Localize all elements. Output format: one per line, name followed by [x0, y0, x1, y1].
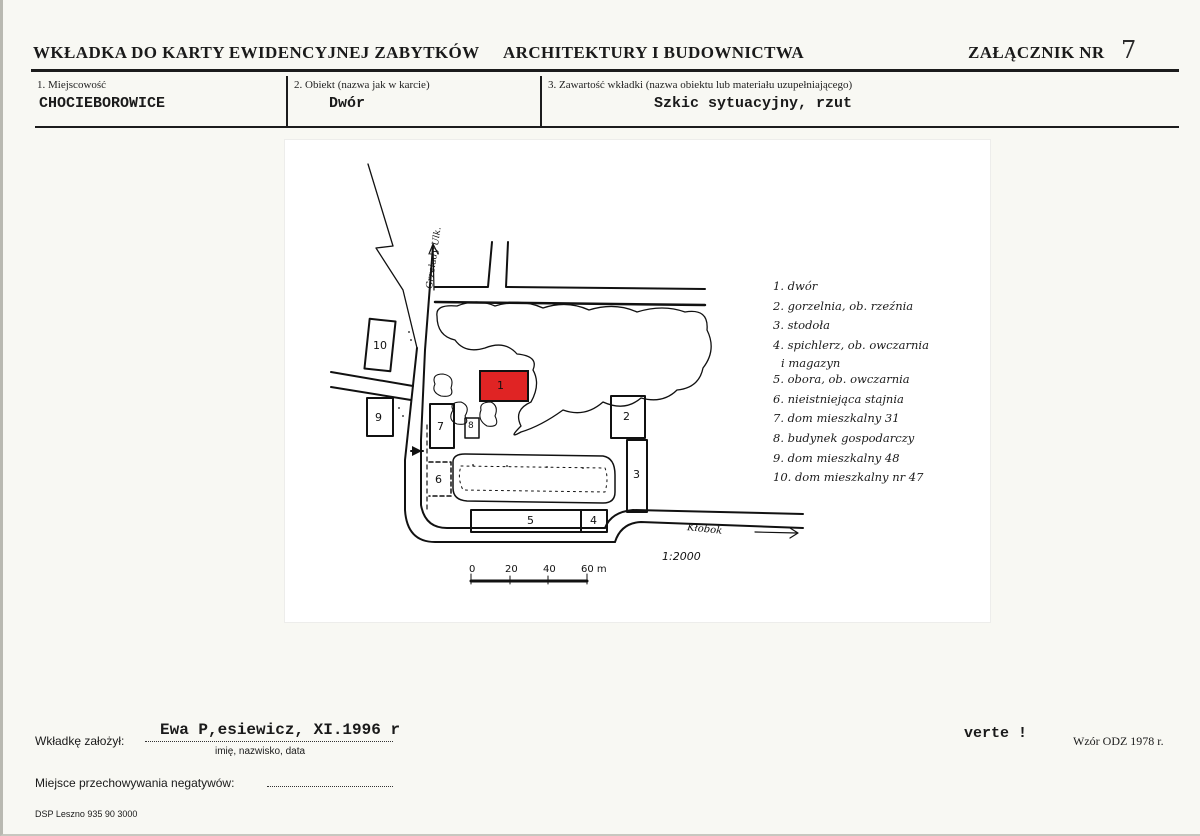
legend-item: 7. dom mieszkalny 31: [773, 411, 900, 426]
scale-ratio: 1:2000: [662, 550, 701, 563]
road-edge-outer: [404, 347, 616, 543]
attachment-label: ZAŁĄCZNIK NR: [968, 43, 1105, 62]
author-label: Wkładkę założył:: [35, 734, 125, 748]
north-arrow: [428, 243, 439, 255]
legend-item: 8. budynek gospodarczy: [773, 430, 915, 445]
plot-boundary-line: [367, 163, 418, 349]
street-left-upper: [330, 371, 414, 387]
negatives-label: Miejsce przechowywania negatywów:: [35, 776, 235, 790]
legend-item: 4. spichlerz, ob. owczarnia: [773, 338, 929, 353]
field-1-value: CHOCIEBOROWICE: [39, 95, 166, 112]
negatives-underline: [267, 786, 393, 787]
legend-item: 10. dom mieszkalny nr 47: [773, 470, 924, 485]
building-label-4: 4: [590, 514, 597, 527]
legend-item: i magazyn: [781, 355, 841, 370]
site-plan-sketch: 1 2 3 4 5 6 7 8 9 10 Grzelady Ulk. Kłobo…: [285, 140, 990, 622]
field-2-label: 2. Obiekt (nazwa jak w karcie): [294, 79, 430, 91]
field-3-label: 3. Zawartość wkładki (nazwa obiektu lub …: [548, 79, 853, 91]
field-1-label: 1. Miejscowość: [37, 79, 107, 91]
attachment-number: 7: [1121, 36, 1137, 64]
building-label-7: 7: [437, 420, 444, 433]
fields-rule: [35, 126, 1179, 128]
building-label-3: 3: [633, 468, 640, 481]
author-underline: [145, 741, 393, 742]
template-note: Wzór ODZ 1978 r.: [1073, 734, 1164, 748]
building-3: [626, 439, 648, 513]
legend-item: 1. dwór: [773, 279, 818, 293]
building-label-8: 8: [468, 421, 474, 431]
field-2-value: Dwór: [329, 95, 366, 112]
author-value: Ewa P,esiewicz, XI.1996 r: [160, 721, 401, 739]
field-divider-2: [540, 76, 542, 126]
road-edge-inner: [420, 245, 606, 529]
legend-item: 6. nieistniejąca stajnia: [773, 391, 904, 406]
building-10: [363, 317, 397, 373]
legend-item: 2. gorzelnia, ob. rzeźnia: [773, 298, 914, 313]
building-9: [366, 397, 394, 437]
scale-tick-40: 40: [543, 564, 556, 575]
building-8: [464, 417, 480, 439]
building-label-9: 9: [375, 411, 382, 424]
site-plan-drawing: [330, 163, 804, 585]
field-divider-1: [286, 76, 288, 126]
building-label-1: 1: [497, 379, 504, 392]
printer-note: DSP Leszno 935 90 3000: [35, 809, 138, 819]
legend-item: 3. stodoła: [773, 318, 830, 333]
building-label-10: 10: [373, 339, 387, 352]
street-upper-left: [434, 241, 493, 288]
legend-item: 5. obora, ob. owczarnia: [773, 371, 910, 386]
scale-tick-20: 20: [505, 564, 518, 575]
field-3-value: Szkic sytuacyjny, rzut: [654, 95, 853, 112]
entrance-arrow: [412, 446, 422, 456]
street-upper-right: [505, 241, 706, 290]
form-title-left: WKŁADKA DO KARTY EWIDENCYJNEJ ZABYTKÓW: [33, 43, 480, 62]
park-canopy: [436, 301, 712, 436]
building-6: [428, 461, 452, 497]
building-1-manor: [479, 370, 529, 402]
scale-tick-60: 60 m: [581, 564, 607, 575]
building-4: [580, 509, 608, 533]
building-7: [429, 403, 455, 449]
building-label-6: 6: [435, 473, 442, 486]
scale-tick-0: 0: [469, 564, 476, 575]
road-kłobok-upper: [614, 521, 804, 543]
sketch-legend: 1. dwór 2. gorzelnia, ob. rzeźnia 3. sto…: [773, 277, 929, 488]
verte-note: verte !: [964, 725, 1028, 742]
building-2: [610, 395, 646, 439]
form-title-mid: ARCHITEKTURY I BUDOWNICTWA: [503, 43, 805, 62]
author-sublabel: imię, nazwisko, data: [215, 746, 306, 757]
legend-item: 9. dom mieszkalny 48: [773, 450, 900, 465]
building-label-5: 5: [527, 514, 534, 527]
building-label-2: 2: [623, 410, 630, 423]
header-rule: [31, 69, 1179, 72]
